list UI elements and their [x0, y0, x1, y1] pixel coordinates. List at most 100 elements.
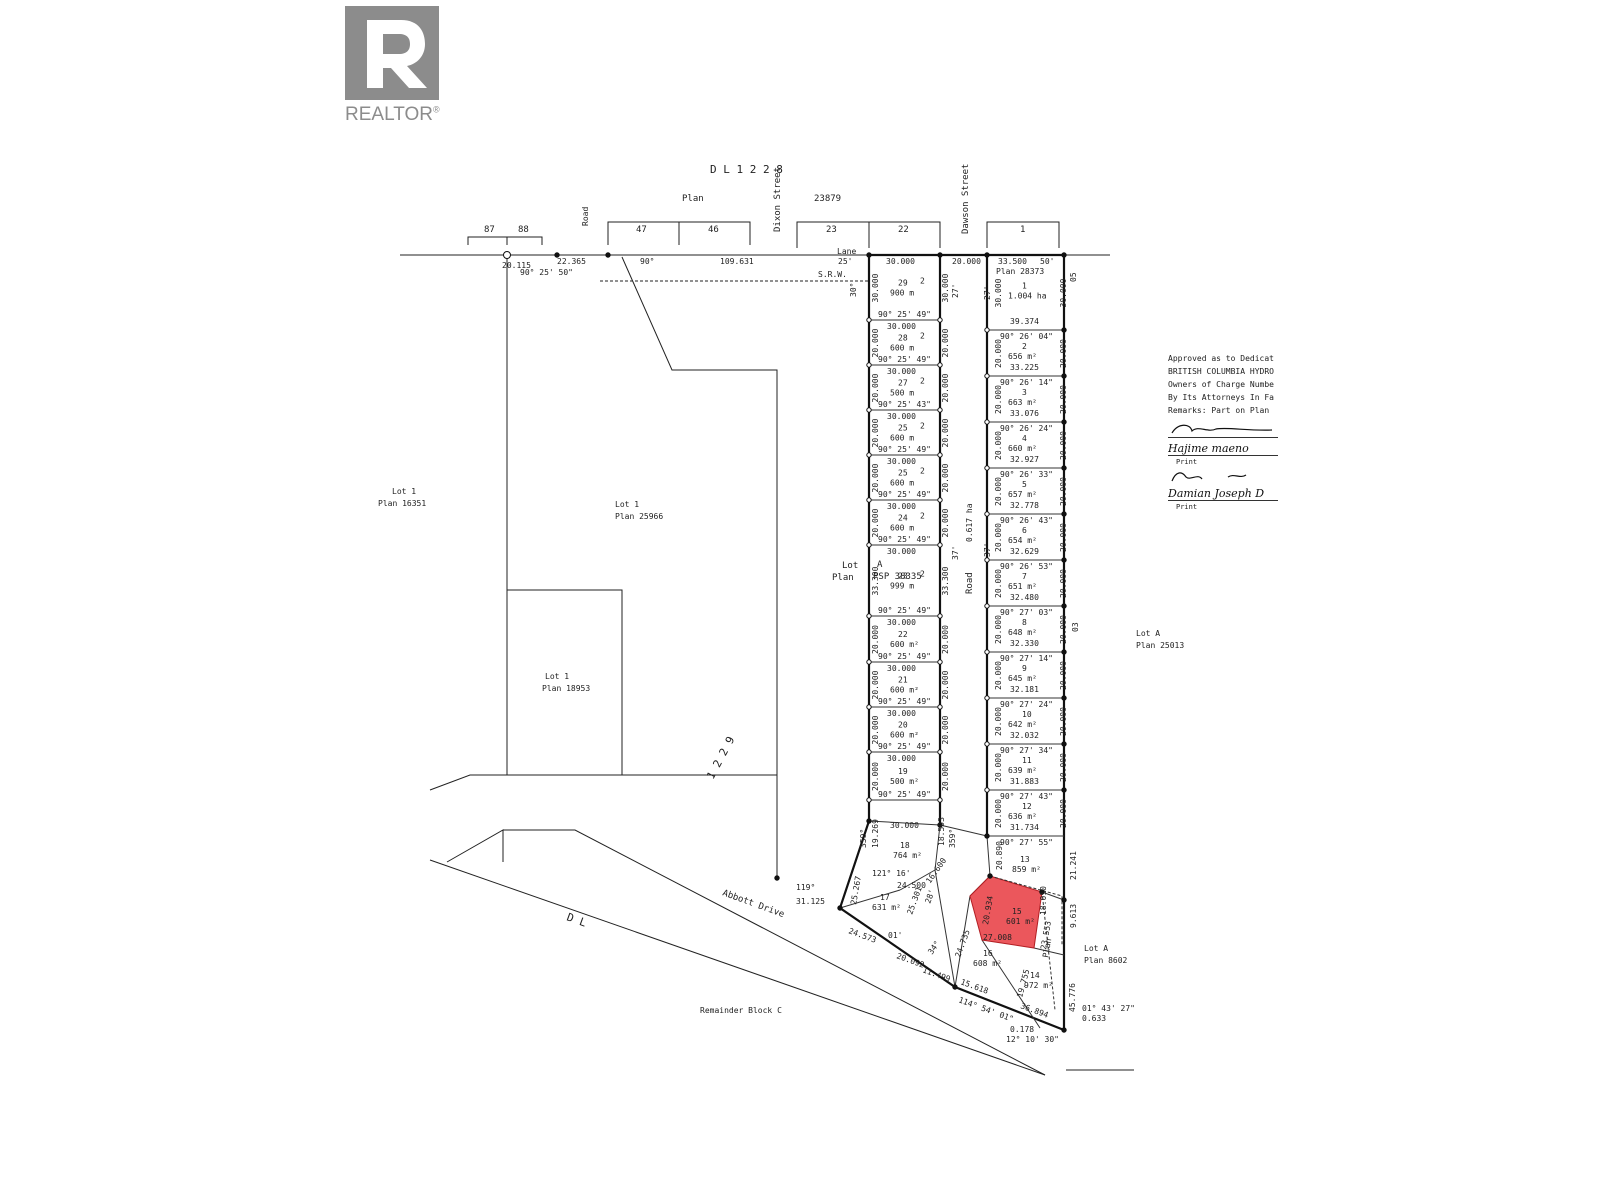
left-lot-depth-l-0: 30.000	[871, 273, 880, 302]
right-lot-number-8: 9	[1022, 664, 1027, 673]
right-lot-depth-l-8: 20.000	[994, 661, 1003, 690]
approval-line-4: By Its Attorneys In Fa	[1168, 393, 1274, 402]
right-lot-angle-3: 90° 26' 33"	[1000, 470, 1053, 479]
right-lot-area-1: 656 m²	[1008, 352, 1037, 361]
survey-point	[937, 252, 943, 258]
survey-point	[866, 818, 872, 824]
right-lot-depth-r-3: 20.000	[1059, 431, 1068, 460]
left-lot-depth-r-3: 20.000	[941, 418, 950, 447]
right-lot-angle-11: 90° 27' 55"	[1000, 838, 1053, 847]
right-lot-area-4: 657 m²	[1008, 490, 1037, 499]
lot18-d2: 18.593	[937, 817, 946, 846]
survey-point	[1061, 511, 1067, 517]
right-lot-angle-2: 90° 26' 24"	[1000, 424, 1053, 433]
lot-corner-pin	[866, 659, 872, 665]
right-lot-angle-1: 90° 26' 14"	[1000, 378, 1053, 387]
right-lot-number-9: 10	[1022, 710, 1032, 719]
survey-point	[984, 252, 990, 258]
left-lot-area-7: 600 m²	[890, 640, 919, 649]
right-lot-depth-r-6: 20.000	[1059, 569, 1068, 598]
frontage-01-43-27: 01° 43' 27"	[1082, 1004, 1135, 1013]
road-area-label: 0.617 ha	[965, 503, 974, 542]
right-lot-number-4: 5	[1022, 480, 1027, 489]
lot15-d2: 18.010	[1039, 886, 1048, 915]
left-lot-number-0: 29	[898, 279, 908, 288]
survey-point	[1061, 327, 1067, 333]
right-lot-angle-0: 90° 26' 04"	[1000, 332, 1053, 341]
frontage-31125: 31.125	[796, 897, 825, 906]
survey-point	[1061, 603, 1067, 609]
bottom-lot-line-9	[1033, 947, 1065, 956]
survey-point	[1061, 897, 1067, 903]
right-lot-depth-l-5: 20.000	[994, 523, 1003, 552]
lot18-area: 764 m²	[893, 851, 922, 860]
left-lot-width-7: 30.000	[887, 618, 916, 627]
left-lot-depth-l-7: 20.000	[871, 625, 880, 654]
right-lot-width-7: 32.330	[1010, 639, 1039, 648]
top-lot-47: 47	[636, 225, 647, 235]
left-lot-area-sup-0: 2	[920, 277, 925, 286]
left-lot-depth-r-2: 20.000	[941, 373, 950, 402]
bottom-lot-line-10	[839, 889, 901, 909]
right-lot-area-6: 651 m²	[1008, 582, 1037, 591]
survey-point	[1061, 557, 1067, 563]
left-lot-depth-r-4: 20.000	[941, 463, 950, 492]
right-lot-area-11: 636 m²	[1008, 812, 1037, 821]
lot-corner-pin	[866, 497, 872, 503]
right-lot-number-2: 3	[1022, 388, 1027, 397]
lot13-d3: 9.613	[1069, 904, 1078, 928]
left-lot-depth-l-4: 20.000	[871, 463, 880, 492]
lot-corner-pin	[984, 327, 990, 333]
right-lot-width-2: 33.076	[1010, 409, 1039, 418]
signature-scribble-2	[1168, 469, 1278, 483]
right-lot-depth-r-11: 20.000	[1059, 799, 1068, 828]
right-lot-number-11: 12	[1022, 802, 1032, 811]
survey-point	[952, 984, 958, 990]
lot-corner-pin	[984, 649, 990, 655]
lot-corner-pin	[937, 362, 943, 368]
approval-line-3: Owners of Charge Numbe	[1168, 380, 1274, 389]
survey-point	[554, 252, 560, 258]
right-lot-depth-l-3: 20.000	[994, 431, 1003, 460]
right-lot-width-9: 32.032	[1010, 731, 1039, 740]
print-label-2: Print	[1176, 503, 1198, 511]
dawson-street-label: Dawson Street	[961, 164, 971, 234]
right-lot-width-0: 39.374	[1010, 317, 1039, 326]
survey-point	[837, 905, 843, 911]
lot-corner-pin	[937, 613, 943, 619]
right-lot-depth-l-6: 20.000	[994, 569, 1003, 598]
survey-point	[605, 252, 611, 258]
right-lot-depth-l-7: 20.000	[994, 615, 1003, 644]
lot15-number: 15	[1012, 907, 1022, 916]
survey-point	[1061, 741, 1067, 747]
lot17-d1: 25.267	[849, 875, 863, 905]
left-lot-area-6: 999 m	[890, 582, 914, 591]
left-lot-width-9: 30.000	[887, 709, 916, 718]
left-lot-area-0: 900 m	[890, 289, 914, 298]
frontage-30: 30°	[849, 283, 858, 297]
right-lot-number-5: 6	[1022, 526, 1027, 535]
left-lot-number-9: 20	[898, 721, 908, 730]
right-lot-angle-4: 90° 26' 43"	[1000, 516, 1053, 525]
left-lot-area-sup-6: 2	[920, 570, 925, 579]
right-lot-depth-r-9: 20.000	[1059, 707, 1068, 736]
left-lot-depth-l-1: 20.000	[871, 328, 880, 357]
plan-28373-label: Plan 28373	[996, 267, 1044, 276]
right-lot-area-0: 1.004 ha	[1008, 292, 1047, 301]
lot18-number: 18	[900, 841, 910, 850]
lot17-number: 17	[880, 893, 890, 902]
lot13-d1: 20.890	[995, 841, 1004, 870]
right-lot-depth-r-1: 20.000	[1059, 339, 1068, 368]
right-lot-width-11: 31.734	[1010, 823, 1039, 832]
right-lot-angle-10: 90° 27' 43"	[1000, 792, 1053, 801]
left-lot-number-6: 23	[898, 572, 908, 581]
lot13-number: 13	[1020, 855, 1030, 864]
lot14-d1: 45.776	[1068, 983, 1077, 1012]
right-lot-area-8: 645 m²	[1008, 674, 1037, 683]
lot18-d1: 19.269	[871, 819, 880, 848]
right-lot-angle-6: 90° 27' 03"	[1000, 608, 1053, 617]
dim-50: 50'	[1040, 257, 1054, 266]
left-lot-area-4: 600 m	[890, 479, 914, 488]
